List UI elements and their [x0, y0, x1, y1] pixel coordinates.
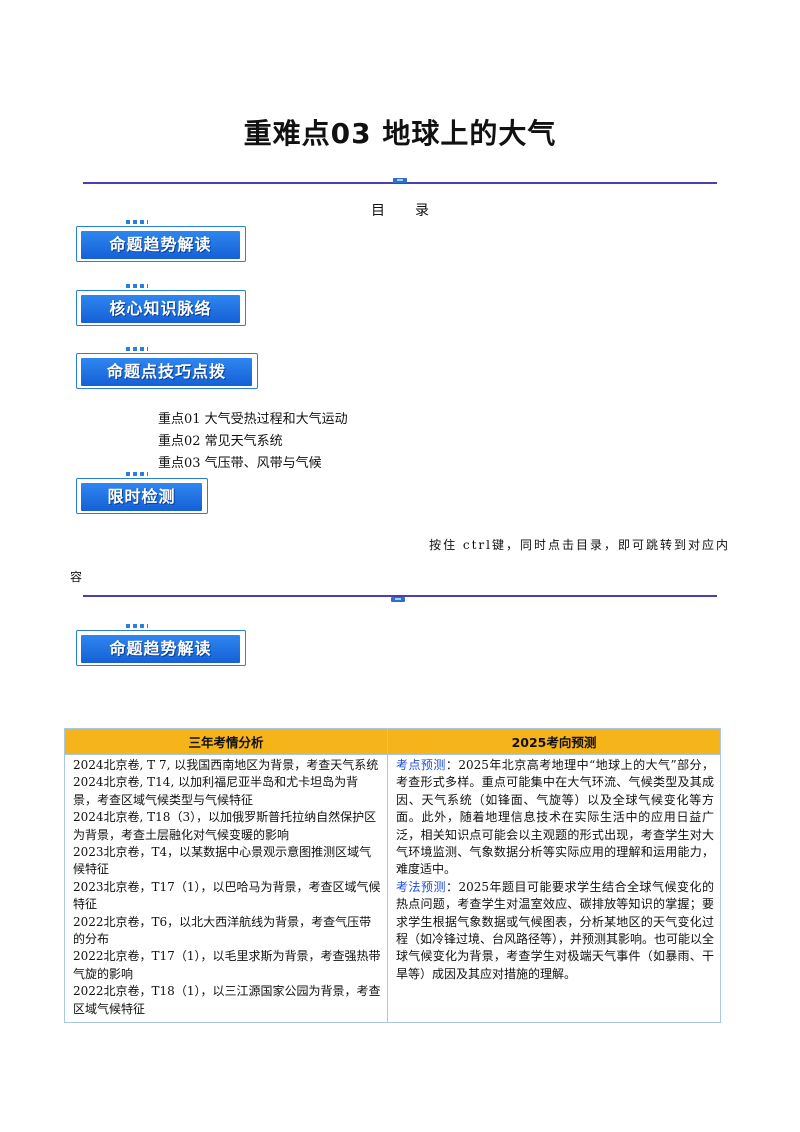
badge-dots — [126, 347, 148, 351]
forecast-cell: 考点预测：2025年北京高考地理中“地球上的大气”部分，考查形式多样。重点可能集… — [387, 753, 721, 1024]
toc-sub-item[interactable]: 重点02 常见天气系统 — [158, 434, 283, 449]
toc-link-skills[interactable]: 命题点技巧点拨 — [76, 347, 258, 389]
table-header-analysis: 三年考情分析 — [64, 728, 388, 755]
forecast-block: 考点预测：2025年北京高考地理中“地球上的大气”部分，考查形式多样。重点可能集… — [396, 757, 714, 879]
toc-badge-label: 核心知识脉络 — [109, 299, 212, 318]
divider-bottom — [83, 595, 717, 597]
divider-ornament — [393, 178, 407, 183]
toc-hint-continued: 容 — [70, 570, 83, 584]
toc-link-trend[interactable]: 命题趋势解读 — [76, 220, 246, 262]
toc-badge-label: 命题点技巧点拨 — [106, 362, 226, 381]
toc-badge-label: 命题趋势解读 — [109, 235, 212, 254]
toc-sub-item[interactable]: 重点03 气压带、风带与气候 — [158, 456, 322, 471]
page-title: 重难点03 地球上的大气 — [243, 117, 557, 150]
badge-dots — [126, 624, 148, 628]
analysis-cell: 2024北京卷, T 7, 以我国西南地区为背景，考查天气系统 2024北京卷,… — [64, 753, 388, 1024]
analysis-table: 三年考情分析 2025考向预测 2024北京卷, T 7, 以我国西南地区为背景… — [64, 728, 721, 1024]
list-item: 2022北京卷，T18（1），以三江源国家公园为背景，考查区域气候特征 — [73, 984, 381, 1016]
toc-title: 目录 — [371, 203, 459, 219]
section-badge-label: 命题趋势解读 — [109, 639, 212, 658]
list-item: 2022北京卷，T17（1），以毛里求斯为背景，考查强热带气旋的影响 — [73, 949, 381, 981]
badge-dots — [126, 220, 148, 224]
divider-top — [83, 182, 717, 184]
list-item: 2024北京卷, T18（3），以加俄罗斯普托拉纳自然保护区为背景，考查土层融化… — [73, 810, 377, 842]
section-badge-trend: 命题趋势解读 — [76, 624, 246, 666]
list-item: 2023北京卷，T4，以某数据中心景观示意图推测区域气候特征 — [73, 845, 372, 877]
list-item: 2023北京卷，T17（1），以巴哈马为背景，考查区域气候特征 — [73, 879, 381, 912]
list-item: 2024北京卷, T14, 以加利福尼亚半岛和尤卡坦岛为背景，考查区域气候类型与… — [73, 775, 359, 807]
divider-ornament — [391, 597, 405, 602]
list-item: 2022北京卷，T6，以北大西洋航线为背景，考查气压带的分布 — [73, 914, 372, 947]
table-header-forecast: 2025考向预测 — [387, 728, 721, 755]
badge-dots — [126, 472, 148, 476]
forecast-text: ：2025年题目可能要求学生结合全球气候变化的热点问题，考查学生对温室效应、碳排… — [396, 879, 715, 981]
list-item: 2024北京卷, T 7, 以我国西南地区为背景，考查天气系统 — [73, 758, 379, 772]
toc-hint: 按住 ctrl键，同时点击目录，即可跳转到对应内 — [429, 538, 730, 552]
forecast-tag: 考法预测 — [396, 879, 446, 894]
toc-badge-label: 限时检测 — [107, 487, 176, 506]
forecast-tag: 考点预测 — [396, 758, 446, 772]
toc-sub-item[interactable]: 重点01 大气受热过程和大气运动 — [158, 412, 348, 427]
badge-dots — [126, 284, 148, 288]
forecast-block: 考法预测：2025年题目可能要求学生结合全球气候变化的热点问题，考查学生对温室效… — [396, 879, 714, 983]
forecast-text: ：2025年北京高考地理中“地球上的大气”部分，考查形式多样。重点可能集中在大气… — [396, 758, 714, 877]
toc-link-knowledge[interactable]: 核心知识脉络 — [76, 284, 246, 326]
toc-link-test[interactable]: 限时检测 — [76, 472, 208, 514]
